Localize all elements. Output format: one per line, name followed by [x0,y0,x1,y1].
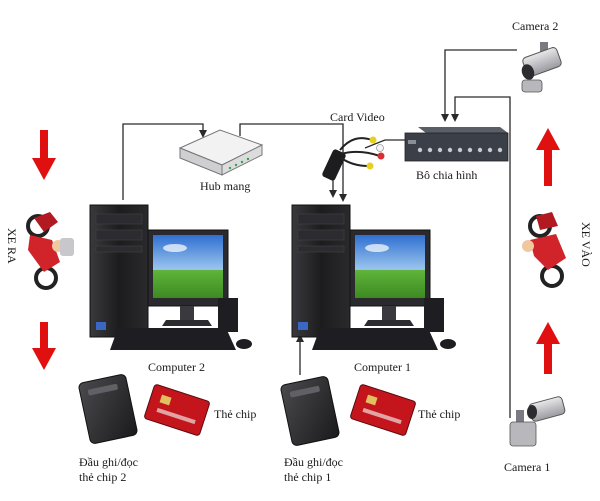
computer-1: Computer 1 [291,204,456,374]
computer-2: Computer 2 [89,204,252,374]
xe-ra-label: XE RA [5,228,19,264]
motorbike-icon [522,212,566,288]
exit-lane: XE RA [5,130,74,370]
video-splitter-icon [404,127,509,162]
reader-2-group: Thẻ chip Đầu ghi/đọc thẻ chip 2 [78,374,256,484]
computer-icon [291,204,456,350]
camera2-label: Camera 2 [512,19,558,33]
arrow-up-icon [536,322,560,374]
camera-2: Camera 2 [512,19,562,93]
network-hub: Hub mang [178,129,264,193]
chip-card-icon [144,384,210,436]
arrow-down-icon [32,130,56,180]
camera1-label: Camera 1 [504,460,550,474]
computer2-label: Computer 2 [148,360,205,374]
xe-vao-label: XE VÀO [579,222,593,267]
chip-card-icon [350,384,416,436]
wire-camera2-splitter [441,49,517,122]
wires [122,49,517,418]
reader2-label-line1: Đầu ghi/đọc [79,455,138,469]
entry-lane: XE VÀO [522,128,593,374]
video-capture-card: Card Video [322,110,385,181]
splitter-label: Bô chia hình [416,168,477,182]
reader1-label-line1: Đầu ghi/đọc [284,455,343,469]
reader1-label-line2: thẻ chip 1 [284,470,331,484]
motorbike-icon [26,212,74,290]
camera-icon [509,396,566,447]
the-chip-right-label: Thẻ chip [418,407,460,421]
rfid-reader-icon [280,376,340,446]
rfid-reader-icon [78,374,138,444]
arrow-down-icon [32,322,56,370]
wire-hub-computer1 [239,123,347,202]
reader-1-group: Thẻ chip Đầu ghi/đọc thẻ chip 1 [280,376,460,484]
wire-computer2-hub [122,123,207,200]
network-hub-icon [178,129,264,176]
computer-icon [89,204,252,350]
reader2-label-line2: thẻ chip 2 [79,470,126,484]
arrow-up-icon [536,128,560,186]
video-splitter: Bô chia hình [404,127,509,182]
hub-label: Hub mang [200,179,250,193]
card-video-label: Card Video [330,110,385,124]
wire-camera1-splitter [451,96,511,418]
video-capture-card-icon [322,136,385,181]
the-chip-left-label: Thẻ chip [214,407,256,421]
computer1-label: Computer 1 [354,360,411,374]
camera-icon [521,42,562,93]
camera-1: Camera 1 [504,396,566,474]
wire-splitter-card [364,139,405,149]
